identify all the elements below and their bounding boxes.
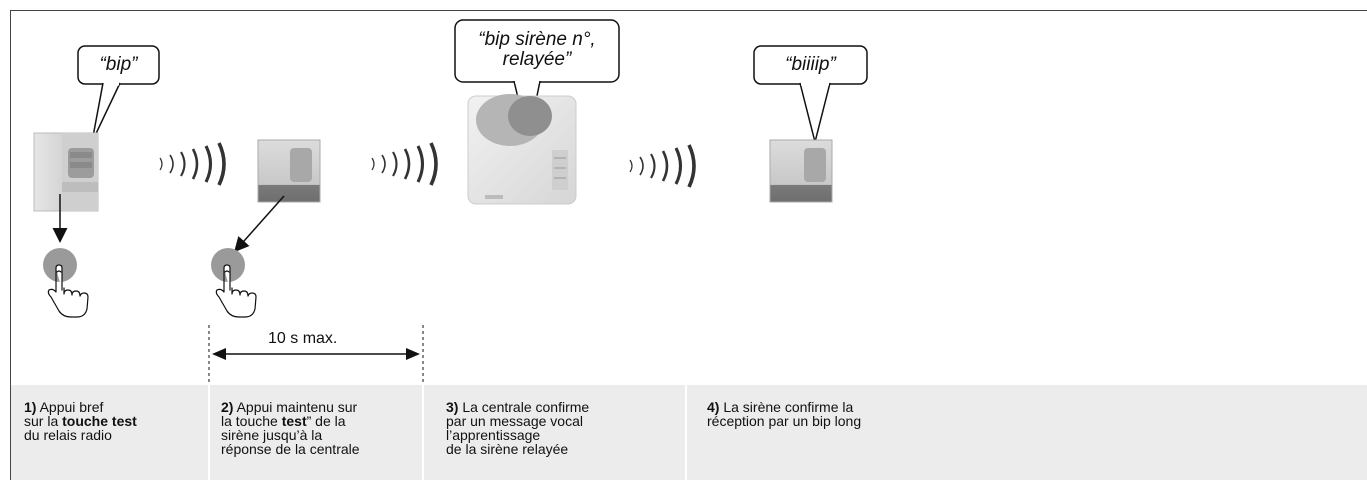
- step-4-line1: La sirène confirme la: [723, 399, 854, 415]
- radio-waves-2: [371, 142, 438, 186]
- step-1-line3: du relais radio: [24, 427, 112, 443]
- step-2: 2) Appui maintenu sur la touche test” de…: [221, 400, 360, 456]
- radio-waves-1: [159, 142, 226, 186]
- step-3-line1: La centrale confirme: [462, 399, 590, 415]
- step-2-line3: sirène jusqu’à la: [221, 427, 323, 443]
- step-3: 3) La centrale confirme par un message v…: [446, 400, 589, 456]
- step-2-line4: réponse de la centrale: [221, 441, 360, 457]
- step-2-number: 2): [221, 399, 234, 415]
- radio-waves-3: [629, 144, 696, 188]
- radio-relay-device: [33, 132, 99, 212]
- finger-press-icon-2: [215, 264, 257, 318]
- bubble-text-2-line1: “bip sirène n°,: [478, 29, 596, 50]
- step-2-line2b: test: [281, 413, 307, 429]
- dimension-label: 10 s max.: [268, 330, 338, 347]
- step-3-number: 3): [446, 399, 459, 415]
- arrow-to-button-2: [234, 195, 285, 253]
- step-1: 1) Appui bref sur la touche test du rela…: [24, 400, 137, 442]
- step-2-line2a: la touche: [221, 413, 282, 429]
- siren-device-step2: [257, 139, 321, 203]
- diagram-frame: [10, 10, 1367, 480]
- step-4-number: 4): [707, 399, 720, 415]
- step-4-line2: réception par un bip long: [707, 413, 862, 429]
- dimension-arrow: [212, 348, 420, 360]
- bubble-text-1: “bip”: [99, 54, 138, 75]
- step-4: 4) La sirène confirme la réception par u…: [707, 400, 861, 428]
- step-3-line3: l’apprentissage: [446, 427, 541, 443]
- step-1-number: 1): [24, 399, 37, 415]
- step-2-line2c: ” de la: [306, 413, 346, 429]
- step-separator-1: [208, 385, 210, 480]
- bubble-text-2-line2: relayée”: [502, 49, 572, 70]
- step-separator-3: [685, 385, 687, 480]
- steps-panel: [11, 385, 1367, 480]
- central-unit-device: [467, 94, 577, 205]
- step-separator-2: [422, 385, 424, 480]
- speech-bubble-3: [753, 45, 868, 143]
- step-3-line2: par un message vocal: [446, 413, 583, 429]
- finger-press-icon-1: [47, 264, 89, 318]
- bubble-text-2: “bip sirène n°, relayée”: [455, 30, 619, 70]
- bubble-text-3: “biiiip”: [785, 54, 836, 75]
- step-1-line1: Appui bref: [39, 399, 104, 415]
- step-1-line2a: sur la: [24, 413, 63, 429]
- step-3-line4: de la sirène relayée: [446, 441, 569, 457]
- step-1-line2b: touche test: [62, 413, 137, 429]
- step-2-line1: Appui maintenu sur: [236, 399, 358, 415]
- siren-device-step4: [769, 139, 833, 203]
